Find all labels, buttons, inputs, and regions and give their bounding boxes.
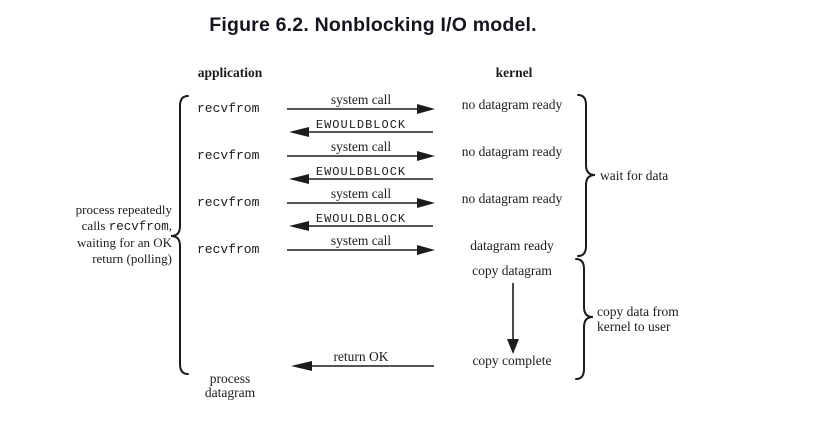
kernel-state-1: no datagram ready bbox=[461, 97, 563, 112]
polling-note-line-4: return (polling) bbox=[92, 250, 172, 266]
copy-data-brace bbox=[575, 258, 594, 380]
system-call-label-2: system call bbox=[330, 139, 392, 154]
ewouldblock-arrow-1 bbox=[289, 127, 433, 137]
recvfrom-inline-code: recvfrom bbox=[108, 219, 169, 234]
recvfrom-call-1: recvfrom bbox=[197, 101, 260, 116]
figure-caption: Figure 6.2. Nonblocking I/O model. bbox=[209, 14, 537, 36]
kernel-state-3: no datagram ready bbox=[461, 191, 563, 206]
application-brace bbox=[170, 95, 189, 375]
system-call-arrow-3 bbox=[287, 198, 435, 208]
copy-datagram-label: copy datagram bbox=[472, 263, 552, 278]
ewouldblock-label-3: EWOULDBLOCK bbox=[315, 212, 407, 226]
system-call-label-1: system call bbox=[330, 92, 392, 107]
polling-note-line-1: process repeatedly bbox=[75, 202, 172, 217]
system-call-arrow-4 bbox=[287, 245, 435, 255]
return-ok-label: return OK bbox=[333, 349, 389, 364]
system-call-label-3: system call bbox=[330, 186, 392, 201]
recvfrom-call-3: recvfrom bbox=[197, 195, 260, 210]
system-call-label-4: system call bbox=[330, 233, 392, 248]
ewouldblock-arrow-2 bbox=[289, 174, 433, 184]
kernel-state-4: datagram ready bbox=[470, 238, 554, 253]
copy-data-label: copy data from kernel to user bbox=[597, 304, 679, 334]
process-datagram-label: process datagram bbox=[204, 371, 256, 400]
copy-complete-label: copy complete bbox=[472, 353, 552, 368]
recvfrom-call-2: recvfrom bbox=[197, 148, 260, 163]
ewouldblock-label-1: EWOULDBLOCK bbox=[315, 118, 407, 132]
application-column-header: application bbox=[197, 65, 263, 80]
kernel-state-2: no datagram ready bbox=[461, 144, 563, 159]
return-ok-arrow bbox=[291, 361, 434, 371]
polling-note: process repeatedly calls recvfrom, waiti… bbox=[28, 202, 172, 266]
recvfrom-call-4: recvfrom bbox=[197, 242, 260, 257]
ewouldblock-arrow-3 bbox=[289, 221, 433, 231]
system-call-arrow-2 bbox=[287, 151, 435, 161]
polling-note-line-2: calls recvfrom, bbox=[81, 217, 172, 234]
copy-progress-arrow bbox=[507, 283, 519, 354]
polling-note-line-3: waiting for an OK bbox=[77, 235, 172, 250]
kernel-column-header: kernel bbox=[495, 65, 533, 80]
wait-for-data-brace bbox=[577, 94, 596, 257]
system-call-arrow-1 bbox=[287, 104, 435, 114]
wait-for-data-label: wait for data bbox=[600, 168, 669, 183]
ewouldblock-label-2: EWOULDBLOCK bbox=[315, 165, 407, 179]
